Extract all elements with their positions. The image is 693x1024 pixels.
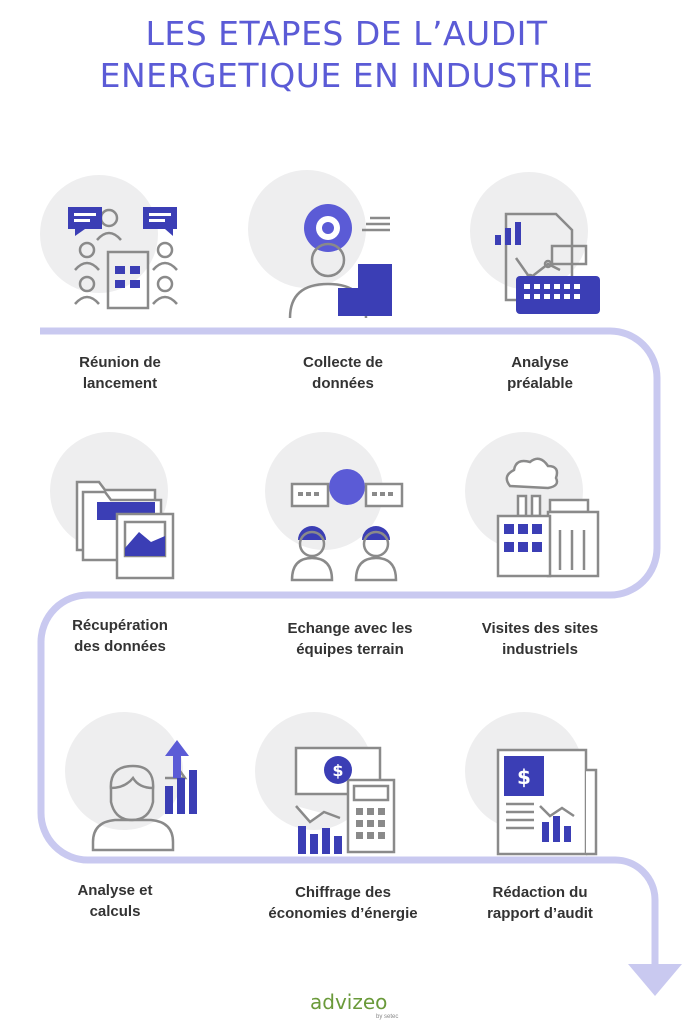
factory-icon [496,457,600,578]
advizeo-logo: advizeo by setec [310,990,420,1020]
step-circle [65,712,183,830]
team-exchange-icon [290,469,404,582]
report-icon: $ [496,748,598,856]
step-circle [470,172,588,290]
arrow-head-icon [628,964,682,996]
folder-icon [75,480,175,580]
svg-text:$: $ [332,761,343,780]
page-title-line1: LES ETAPES DE L’AUDIT [145,14,548,53]
logo-by: by setec [376,1014,399,1020]
meeting-icon [68,207,178,310]
page-title-line2: ENERGETIQUE EN INDUSTRIE [99,56,594,95]
calculator-icon: $ [294,746,396,854]
logo-brand: advizeo [310,990,388,1014]
growth-chart-icon [91,740,197,852]
analysis-icon [495,212,600,314]
data-collection-icon [288,204,392,319]
svg-text:$: $ [517,765,531,789]
